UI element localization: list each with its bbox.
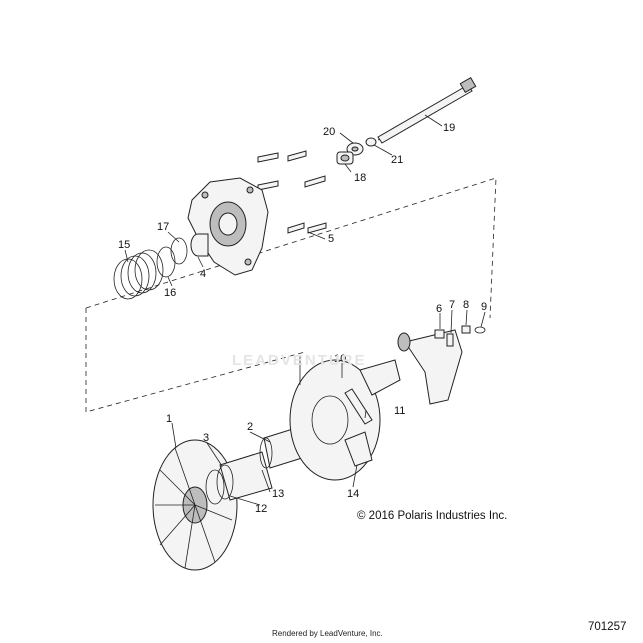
callout-1: 1 <box>166 413 172 425</box>
part-8-bushing <box>461 325 471 334</box>
callout-10: 10 <box>334 353 346 365</box>
part-9-spring <box>474 326 486 334</box>
callout-19: 19 <box>443 122 455 134</box>
part-5-bolts <box>257 150 327 234</box>
rendered-by-text: Rendered by LeadVenture, Inc. <box>272 629 383 638</box>
leader-lines <box>124 114 486 506</box>
part-16-ring <box>156 246 176 278</box>
part-15-spring <box>113 249 164 300</box>
part-17-ring <box>170 237 188 265</box>
assembly-dashed-outline <box>85 177 497 413</box>
part-moveable-sheave <box>289 359 401 481</box>
part-1-fan <box>152 439 238 571</box>
callout-13: 13 <box>272 488 284 500</box>
callout-16: 16 <box>164 287 176 299</box>
callout-8: 8 <box>463 299 469 311</box>
callout-15: 15 <box>118 239 130 251</box>
part-6-roller <box>434 329 445 339</box>
callout-20: 20 <box>323 126 335 138</box>
part-19-long-bolt <box>377 76 477 144</box>
callout-5: 5 <box>328 233 334 245</box>
callout-2: 2 <box>247 421 253 433</box>
callout-4: 4 <box>200 268 206 280</box>
copyright-text: © 2016 Polaris Industries Inc. <box>357 510 508 522</box>
part-7-pin <box>446 333 454 347</box>
part-4-bushing <box>190 233 209 257</box>
part-3-sleeve <box>216 451 273 501</box>
part-spider-arm <box>397 329 463 405</box>
callout-18: 18 <box>354 172 366 184</box>
callout-21: 21 <box>391 154 403 166</box>
diagram-id: 701257 <box>588 621 627 633</box>
watermark-text: LEADVENTURE <box>232 352 367 369</box>
callout-7: 7 <box>449 299 455 311</box>
callout-14: 14 <box>347 488 359 500</box>
callout-12: 12 <box>255 503 267 515</box>
part-21-washer <box>365 137 377 147</box>
callout-3: 3 <box>203 432 209 444</box>
part-12-ring <box>205 469 225 505</box>
callout-17: 17 <box>157 221 169 233</box>
callout-6: 6 <box>436 303 442 315</box>
part-18-spacer <box>336 151 354 165</box>
part-14-weight <box>344 431 373 467</box>
callout-9: 9 <box>481 301 487 313</box>
callout-11: 11 <box>394 405 405 417</box>
